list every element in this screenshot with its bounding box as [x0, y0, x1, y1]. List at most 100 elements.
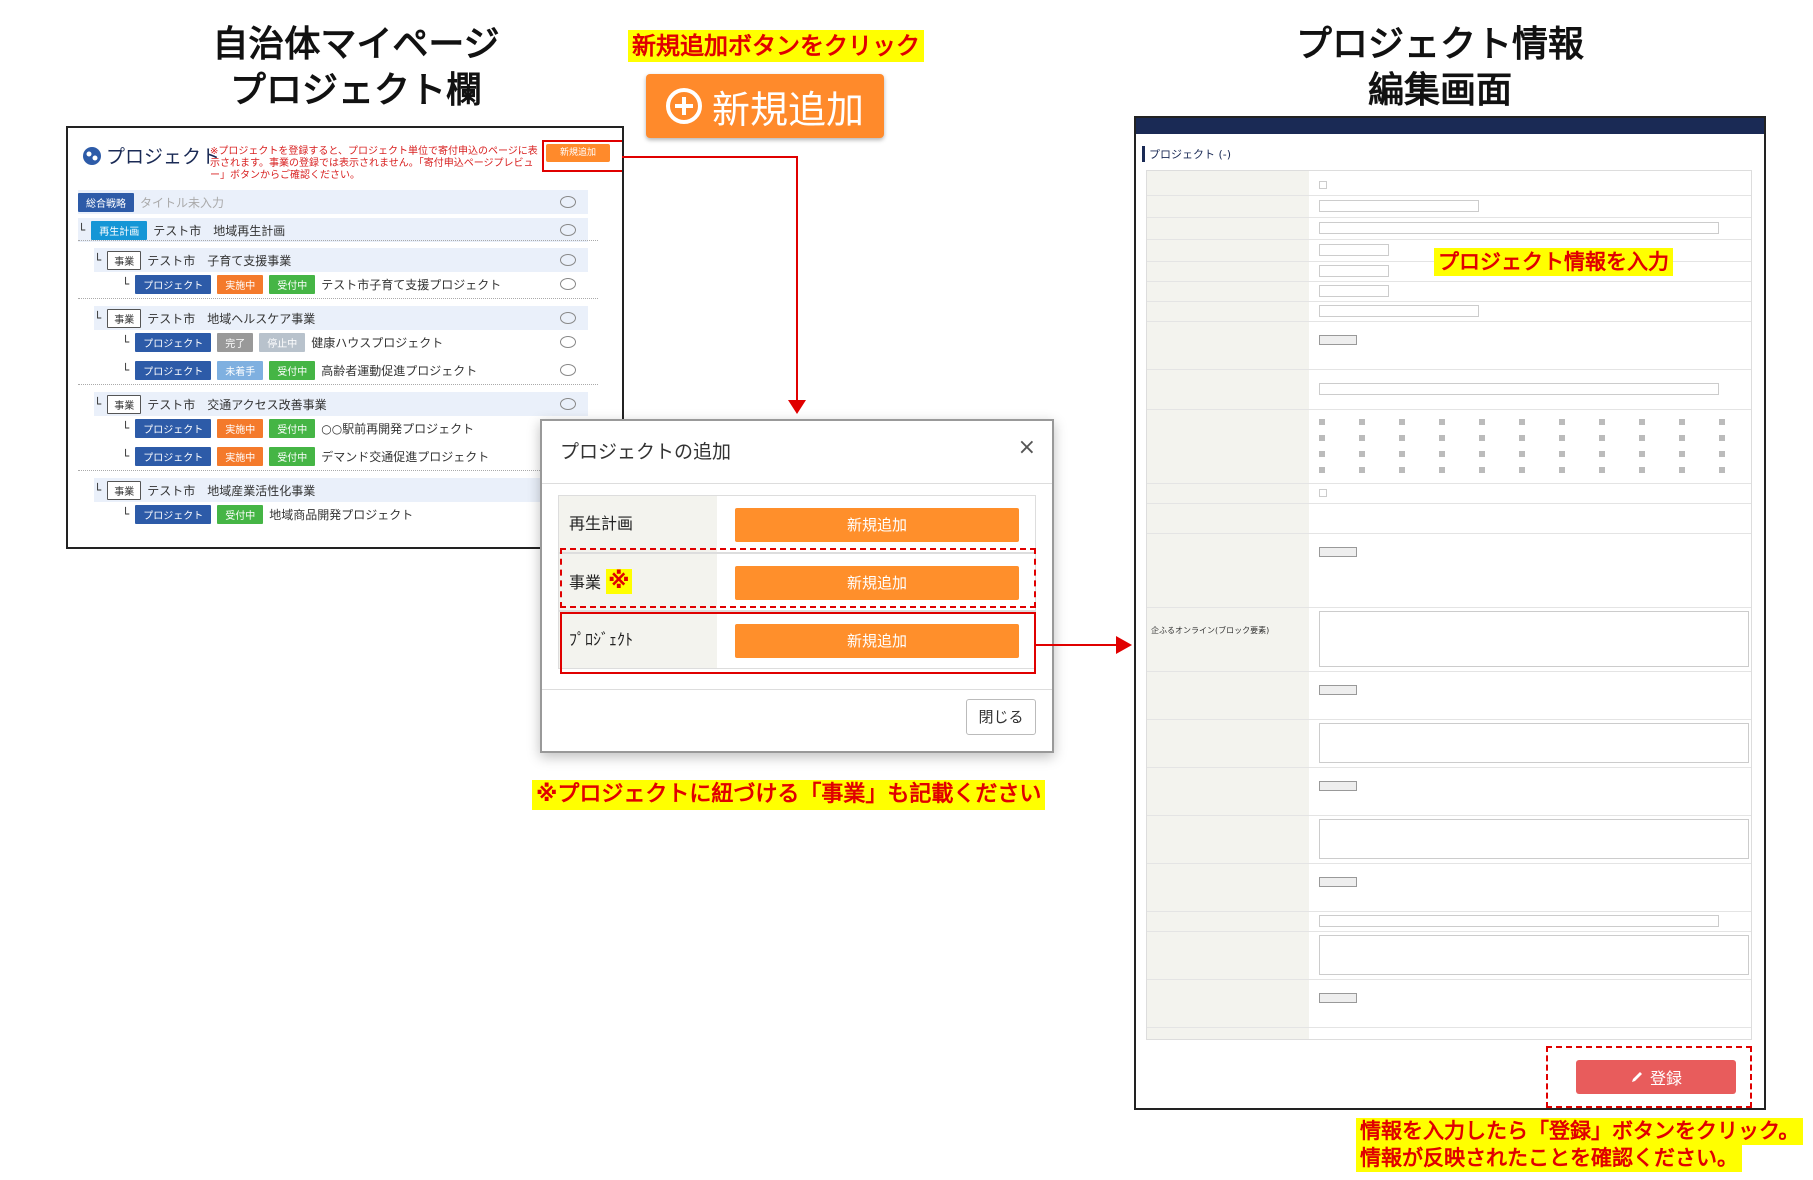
- form-textarea[interactable]: [1319, 819, 1749, 859]
- form-row-divider: [1147, 483, 1751, 484]
- tree-branch-glyph: └: [94, 397, 102, 411]
- tree-item-name: デマンド交通促進プロジェクト: [321, 449, 490, 464]
- status-tag: 受付中: [269, 360, 316, 380]
- status-tag: 受付中: [217, 504, 264, 524]
- tree-branch-glyph: └: [122, 363, 130, 377]
- tree-item-name: テスト市 地域再生計画: [153, 223, 286, 238]
- status-tag: 再生計画: [91, 220, 148, 240]
- form-row-divider: [1147, 863, 1751, 864]
- left-heading-line2: プロジェクト欄: [229, 70, 482, 111]
- big-add-button[interactable]: 新規追加: [646, 74, 884, 138]
- file-select-button[interactable]: [1319, 335, 1357, 345]
- close-icon[interactable]: ×: [1017, 435, 1036, 460]
- eye-icon[interactable]: [560, 364, 576, 376]
- form-row-divider: [1147, 195, 1751, 196]
- form-row-divider: [1147, 533, 1751, 534]
- tree-item-name: テスト市 子育て支援事業: [147, 253, 292, 268]
- form-select[interactable]: [1319, 200, 1479, 212]
- tree-row[interactable]: └ 事業テスト市 交通アクセス改善事業: [94, 392, 588, 416]
- plus-circle-icon: [665, 88, 702, 124]
- tree-row[interactable]: └事業テスト市 地域ヘルスケア事業: [94, 306, 588, 330]
- checkbox-group-row[interactable]: [1319, 467, 1739, 473]
- status-tag: プロジェクト: [135, 332, 212, 352]
- status-tag: 事業: [107, 394, 142, 414]
- eye-icon[interactable]: [560, 278, 576, 290]
- form-row-divider: [1147, 239, 1751, 240]
- form-small-input[interactable]: [1319, 244, 1389, 256]
- tree-branch-glyph: └: [78, 223, 86, 237]
- tree-row[interactable]: └プロジェクト受付中地域商品開発プロジェクト: [122, 502, 588, 526]
- tree-row[interactable]: └プロジェクト実施中受付中テスト市子育て支援プロジェクト: [122, 272, 588, 296]
- tree-branch-glyph: └: [122, 277, 130, 291]
- modal-close-button[interactable]: 閉じる: [966, 699, 1036, 735]
- register-button[interactable]: 登録: [1576, 1060, 1736, 1094]
- arrow-head-down: [788, 400, 806, 414]
- tree-divider: [78, 470, 598, 471]
- tree-branch-glyph: └: [122, 449, 130, 463]
- business-row-highlight: [560, 548, 1036, 608]
- form-small-input[interactable]: [1319, 265, 1389, 277]
- file-select-button[interactable]: [1319, 547, 1357, 557]
- register-callout-line2: 情報が反映されたことを確認ください。: [1356, 1145, 1742, 1172]
- file-select-button[interactable]: [1319, 993, 1357, 1003]
- file-select-button[interactable]: [1319, 781, 1357, 791]
- checkbox-group-row[interactable]: [1319, 451, 1739, 457]
- tree-row[interactable]: └プロジェクト完了停止中健康ハウスプロジェクト: [122, 330, 588, 354]
- tree-item-name: テスト市 地域産業活性化事業: [147, 483, 316, 498]
- project-row-highlight: [560, 612, 1036, 674]
- tree-item-name: 地域商品開発プロジェクト: [269, 507, 414, 522]
- form-row-divider: [1147, 671, 1751, 672]
- modal-row-plan: 再生計画 新規追加: [558, 495, 1036, 553]
- form-textarea[interactable]: [1319, 723, 1749, 763]
- modal-footer-divider: [542, 689, 1052, 690]
- eye-icon[interactable]: [560, 336, 576, 348]
- form-text-input[interactable]: [1319, 222, 1719, 234]
- eye-icon[interactable]: [560, 312, 576, 324]
- tree-row[interactable]: 総合戦略タイトル未入力: [78, 190, 588, 214]
- tree-row[interactable]: └プロジェクト実施中受付中デマンド交通促進プロジェクト: [122, 444, 588, 468]
- tree-row[interactable]: └プロジェクト未着手受付中高齢者運動促進プロジェクト: [122, 358, 588, 382]
- tree-item-name: テスト市子育て支援プロジェクト: [321, 277, 502, 292]
- status-tag: 停止中: [259, 332, 306, 352]
- checkbox-group-row[interactable]: [1319, 419, 1739, 425]
- checkbox-group-row[interactable]: [1319, 435, 1739, 441]
- file-select-button[interactable]: [1319, 685, 1357, 695]
- tree-row[interactable]: └事業テスト市 地域産業活性化事業: [94, 478, 588, 502]
- form-row-divider: [1147, 301, 1751, 302]
- form-textarea[interactable]: [1319, 935, 1749, 975]
- form-row-divider: [1147, 1027, 1751, 1028]
- panel-add-button[interactable]: 新規追加: [546, 144, 610, 162]
- add-project-button[interactable]: 新規追加: [735, 624, 1019, 658]
- form-row-divider: [1147, 719, 1751, 720]
- add-business-button[interactable]: 新規追加: [735, 566, 1019, 600]
- tree-row[interactable]: └プロジェクト実施中受付中○○駅前再開発プロジェクト: [122, 416, 588, 440]
- file-select-button[interactable]: [1319, 877, 1357, 887]
- eye-icon[interactable]: [560, 224, 576, 236]
- form-text-input[interactable]: [1319, 383, 1719, 395]
- tree-item-name: テスト市 交通アクセス改善事業: [147, 397, 327, 412]
- status-tag: 完了: [217, 332, 254, 352]
- project-panel-title-text: プロジェクト: [106, 146, 221, 168]
- register-highlight: [1546, 1046, 1752, 1108]
- eye-icon[interactable]: [560, 196, 576, 208]
- left-heading-line1: 自治体マイページ: [212, 24, 500, 65]
- tree-row[interactable]: └ 再生計画テスト市 地域再生計画: [78, 218, 588, 242]
- form-small-input[interactable]: [1319, 285, 1389, 297]
- eye-icon[interactable]: [560, 254, 576, 266]
- form-textarea[interactable]: [1319, 611, 1749, 667]
- tree-item-name: ○○駅前再開発プロジェクト: [321, 421, 475, 436]
- status-tag: プロジェクト: [135, 418, 212, 438]
- add-plan-button[interactable]: 新規追加: [735, 508, 1019, 542]
- form-select[interactable]: [1319, 305, 1479, 317]
- form-row-divider: [1147, 815, 1751, 816]
- form-radio[interactable]: [1319, 181, 1327, 189]
- status-tag: プロジェクト: [135, 360, 212, 380]
- arrow-vertical: [796, 156, 798, 402]
- status-tag: 実施中: [217, 418, 264, 438]
- page-title: プロジェクト (-): [1142, 146, 1231, 162]
- eye-icon[interactable]: [560, 398, 576, 410]
- form-text-input[interactable]: [1319, 915, 1719, 927]
- form-checkbox[interactable]: [1319, 489, 1327, 497]
- modal-row-label: ﾌﾟﾛｼﾞｪｸﾄ: [559, 612, 717, 668]
- tree-row[interactable]: └事業テスト市 子育て支援事業: [94, 248, 588, 272]
